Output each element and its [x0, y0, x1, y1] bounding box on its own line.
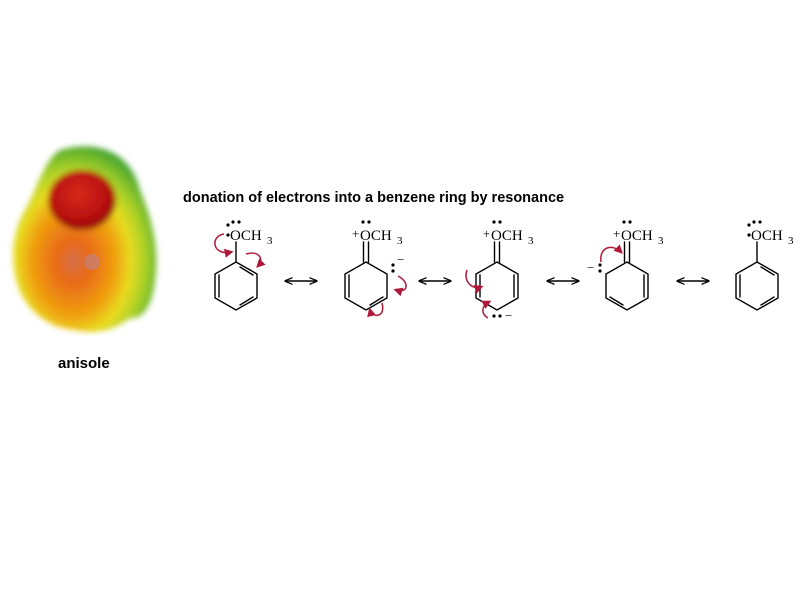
- resonance-structure-3: + OCH 3 −: [465, 220, 534, 323]
- substituent-label: OCH: [360, 228, 392, 244]
- positive-charge: +: [613, 226, 620, 241]
- positive-charge: +: [483, 226, 490, 241]
- substituent-label: OCH: [621, 228, 653, 244]
- resonance-structure-5: OCH 3: [735, 220, 794, 311]
- substituent-label: OCH: [230, 228, 262, 244]
- resonance-structure-2: + OCH 3 −: [344, 220, 407, 318]
- substituent-subscript: 3: [267, 235, 273, 247]
- figure-title: donation of electrons into a benzene rin…: [183, 190, 565, 206]
- ring-highlight: [84, 254, 100, 270]
- molecule-label: anisole: [58, 355, 110, 372]
- substituent-subscript: 3: [788, 235, 794, 247]
- negative-charge: −: [397, 252, 404, 267]
- negative-charge: −: [505, 308, 512, 323]
- negative-charge: −: [587, 260, 594, 275]
- substituent-subscript: 3: [397, 235, 403, 247]
- substituent-label: OCH: [751, 228, 783, 244]
- resonance-structure-1: OCH 3: [214, 220, 273, 311]
- positive-charge: +: [352, 226, 359, 241]
- substituent-subscript: 3: [658, 235, 664, 247]
- resonance-structure-4: + OCH 3 −: [587, 220, 664, 311]
- substituent-subscript: 3: [528, 235, 534, 247]
- substituent-label: OCH: [491, 228, 523, 244]
